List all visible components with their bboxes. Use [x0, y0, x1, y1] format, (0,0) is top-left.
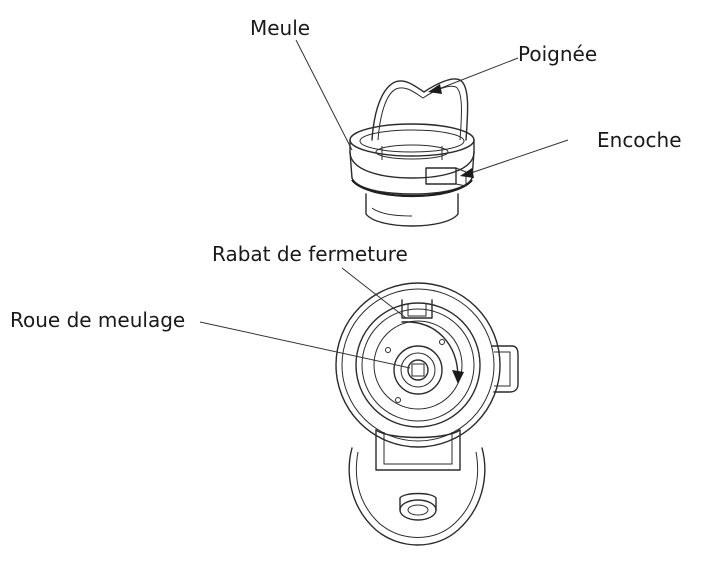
label-encoche: Encoche — [597, 128, 682, 152]
grinder-part-drawing — [349, 78, 475, 227]
base-part-drawing — [335, 282, 519, 546]
label-roue-de-meulage: Roue de meulage — [10, 308, 186, 332]
label-meule: Meule — [250, 16, 311, 40]
label-poignee: Poignée — [518, 42, 598, 66]
leader-encoche — [467, 139, 569, 175]
leader-lines — [199, 39, 569, 369]
leader-rabat — [341, 267, 407, 319]
leader-poignee — [435, 57, 519, 91]
label-rabat-de-fermeture: Rabat de fermeture — [212, 242, 408, 266]
leader-meule — [295, 39, 353, 151]
arrowhead-poignee — [428, 84, 442, 94]
handle-drawing — [371, 78, 469, 141]
arrowhead-encoche — [460, 168, 474, 178]
leader-roue — [199, 321, 411, 369]
